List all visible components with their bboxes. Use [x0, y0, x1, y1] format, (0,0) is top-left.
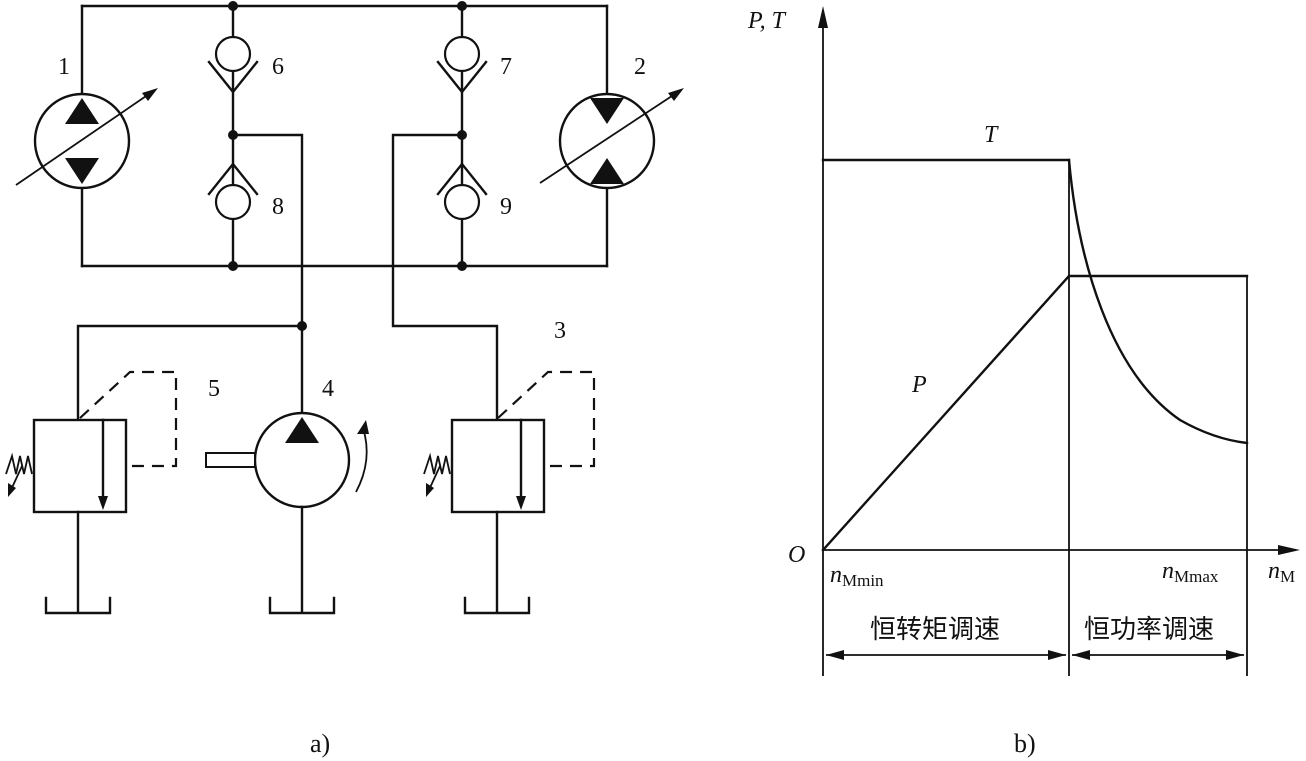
x-axis-arrow [1278, 545, 1300, 555]
label-2: 2 [634, 54, 646, 80]
n-min-label: nMmin [830, 562, 884, 590]
junction-dot [457, 261, 467, 271]
speed-characteristic-chart: P, T O T P nMmin nMmax nM 恒转矩调速 恒功率调速 b) [747, 6, 1300, 758]
n-max-label: nMmax [1162, 558, 1219, 586]
y-axis-label: P, T [747, 8, 787, 34]
label-5: 5 [208, 376, 220, 402]
label-1: 1 [58, 54, 70, 80]
label-9: 9 [500, 194, 512, 220]
torque-label: T [984, 122, 999, 148]
label-3: 3 [554, 318, 566, 344]
label-7: 7 [500, 54, 512, 80]
y-axis-arrow [818, 6, 828, 28]
check-valve-6 [207, 35, 259, 94]
check-valve-7 [436, 35, 488, 94]
label-8: 8 [272, 194, 284, 220]
variable-motor-2 [539, 88, 684, 190]
charge-pump-4 [205, 411, 369, 615]
junction-dot [457, 1, 467, 11]
variable-pump-1 [15, 88, 158, 190]
check-valve-9 [436, 162, 488, 221]
x-axis-label: nM [1268, 558, 1295, 586]
origin-label: O [788, 542, 805, 568]
junction-dot [228, 1, 238, 11]
check-valve-8 [207, 162, 259, 221]
relief-line-5 [76, 324, 304, 422]
charge-line [231, 133, 304, 415]
label-6: 6 [272, 54, 284, 80]
relief-valve-5 [5, 370, 178, 615]
region-right-label: 恒功率调速 [1084, 615, 1214, 645]
torque-hyperbola [1067, 158, 1249, 445]
relief-valve-3 [423, 370, 596, 615]
power-label: P [911, 372, 927, 398]
caption-a: a) [310, 729, 330, 758]
hydraulic-circuit: 1 2 6 7 8 9 3 4 5 a) [5, 1, 684, 758]
junction-dot [228, 261, 238, 271]
region-left-label: 恒转矩调速 [870, 615, 1000, 645]
label-4: 4 [322, 376, 334, 402]
caption-b: b) [1014, 729, 1036, 758]
power-curve [821, 274, 1249, 552]
relief-line-3 [391, 133, 499, 422]
